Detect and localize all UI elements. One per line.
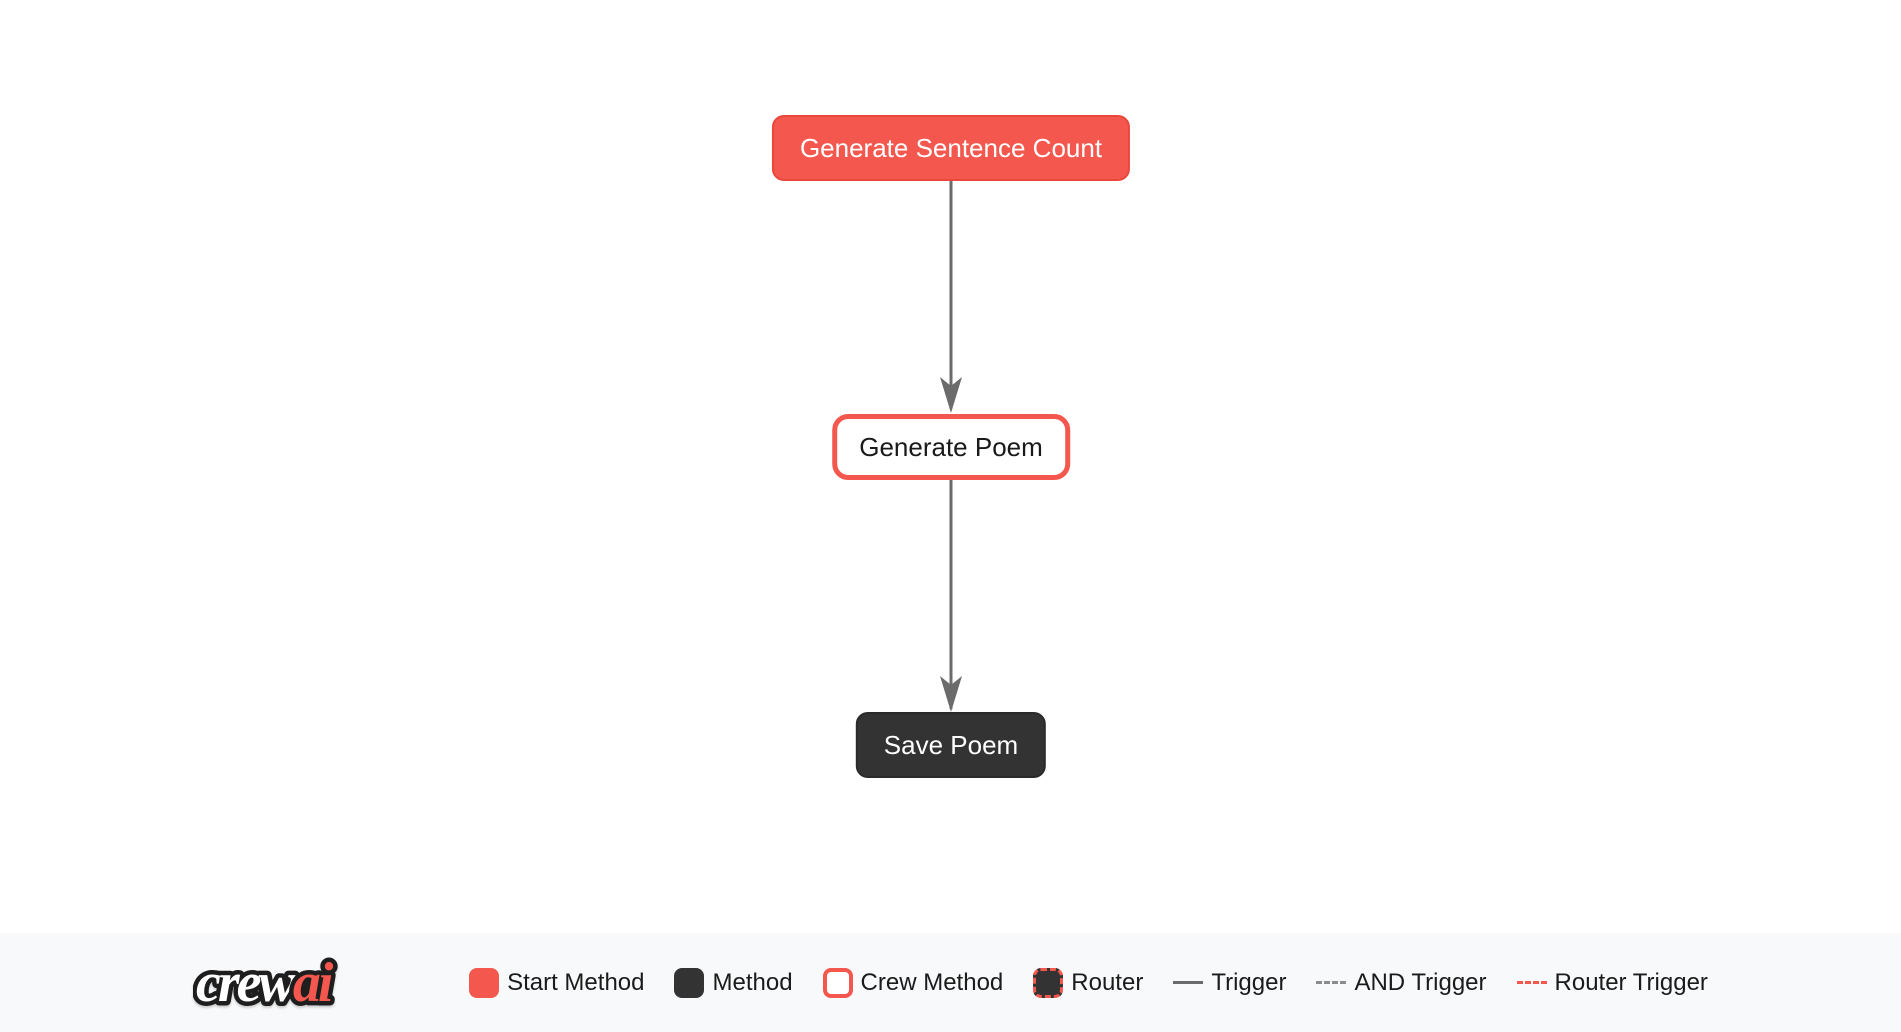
- legend-bar: crewai Start Method Method Crew Method R…: [0, 933, 1901, 1032]
- flow-edges: [940, 181, 962, 712]
- method-swatch-icon: [674, 967, 705, 998]
- legend-item-and-trigger: AND Trigger: [1316, 968, 1487, 997]
- trigger-line-icon: [1173, 981, 1204, 984]
- legend-label: AND Trigger: [1354, 968, 1487, 996]
- legend-item-router: Router: [1033, 967, 1144, 998]
- crewai-logo: crewai: [193, 945, 431, 1021]
- node-save-poem[interactable]: Save Poem: [855, 712, 1047, 778]
- legend-label: Crew Method: [860, 968, 1004, 996]
- router-swatch-icon: [1033, 967, 1064, 998]
- logo-text-crew: crew: [196, 952, 297, 1014]
- legend-label: Method: [712, 968, 793, 996]
- legend-item-method: Method: [674, 967, 793, 998]
- legend-item-router-trigger: Router Trigger: [1516, 968, 1708, 997]
- svg-text:crewai: crewai: [196, 952, 334, 1014]
- logo-text-ai: ai: [293, 952, 334, 1014]
- legend-label: Router Trigger: [1554, 968, 1708, 996]
- legend-label: Trigger: [1211, 968, 1287, 996]
- and-trigger-line-icon: [1316, 981, 1347, 984]
- start-method-swatch-icon: [469, 967, 500, 998]
- legend-label: Router: [1071, 968, 1144, 996]
- arrowhead-down-icon: [940, 676, 962, 712]
- legend-item-start-method: Start Method: [469, 967, 645, 998]
- legend-item-trigger: Trigger: [1173, 969, 1286, 997]
- legend-label: Start Method: [507, 968, 645, 996]
- flow-canvas[interactable]: Generate Sentence Count Generate Poem Sa…: [0, 0, 1901, 933]
- legend-item-crew-method: Crew Method: [822, 967, 1004, 998]
- crew-method-swatch-icon: [822, 967, 853, 998]
- arrowhead-down-icon: [940, 377, 962, 413]
- node-generate-poem[interactable]: Generate Poem: [832, 414, 1070, 480]
- node-generate-sentence-count[interactable]: Generate Sentence Count: [771, 115, 1131, 181]
- router-trigger-line-icon: [1516, 981, 1547, 984]
